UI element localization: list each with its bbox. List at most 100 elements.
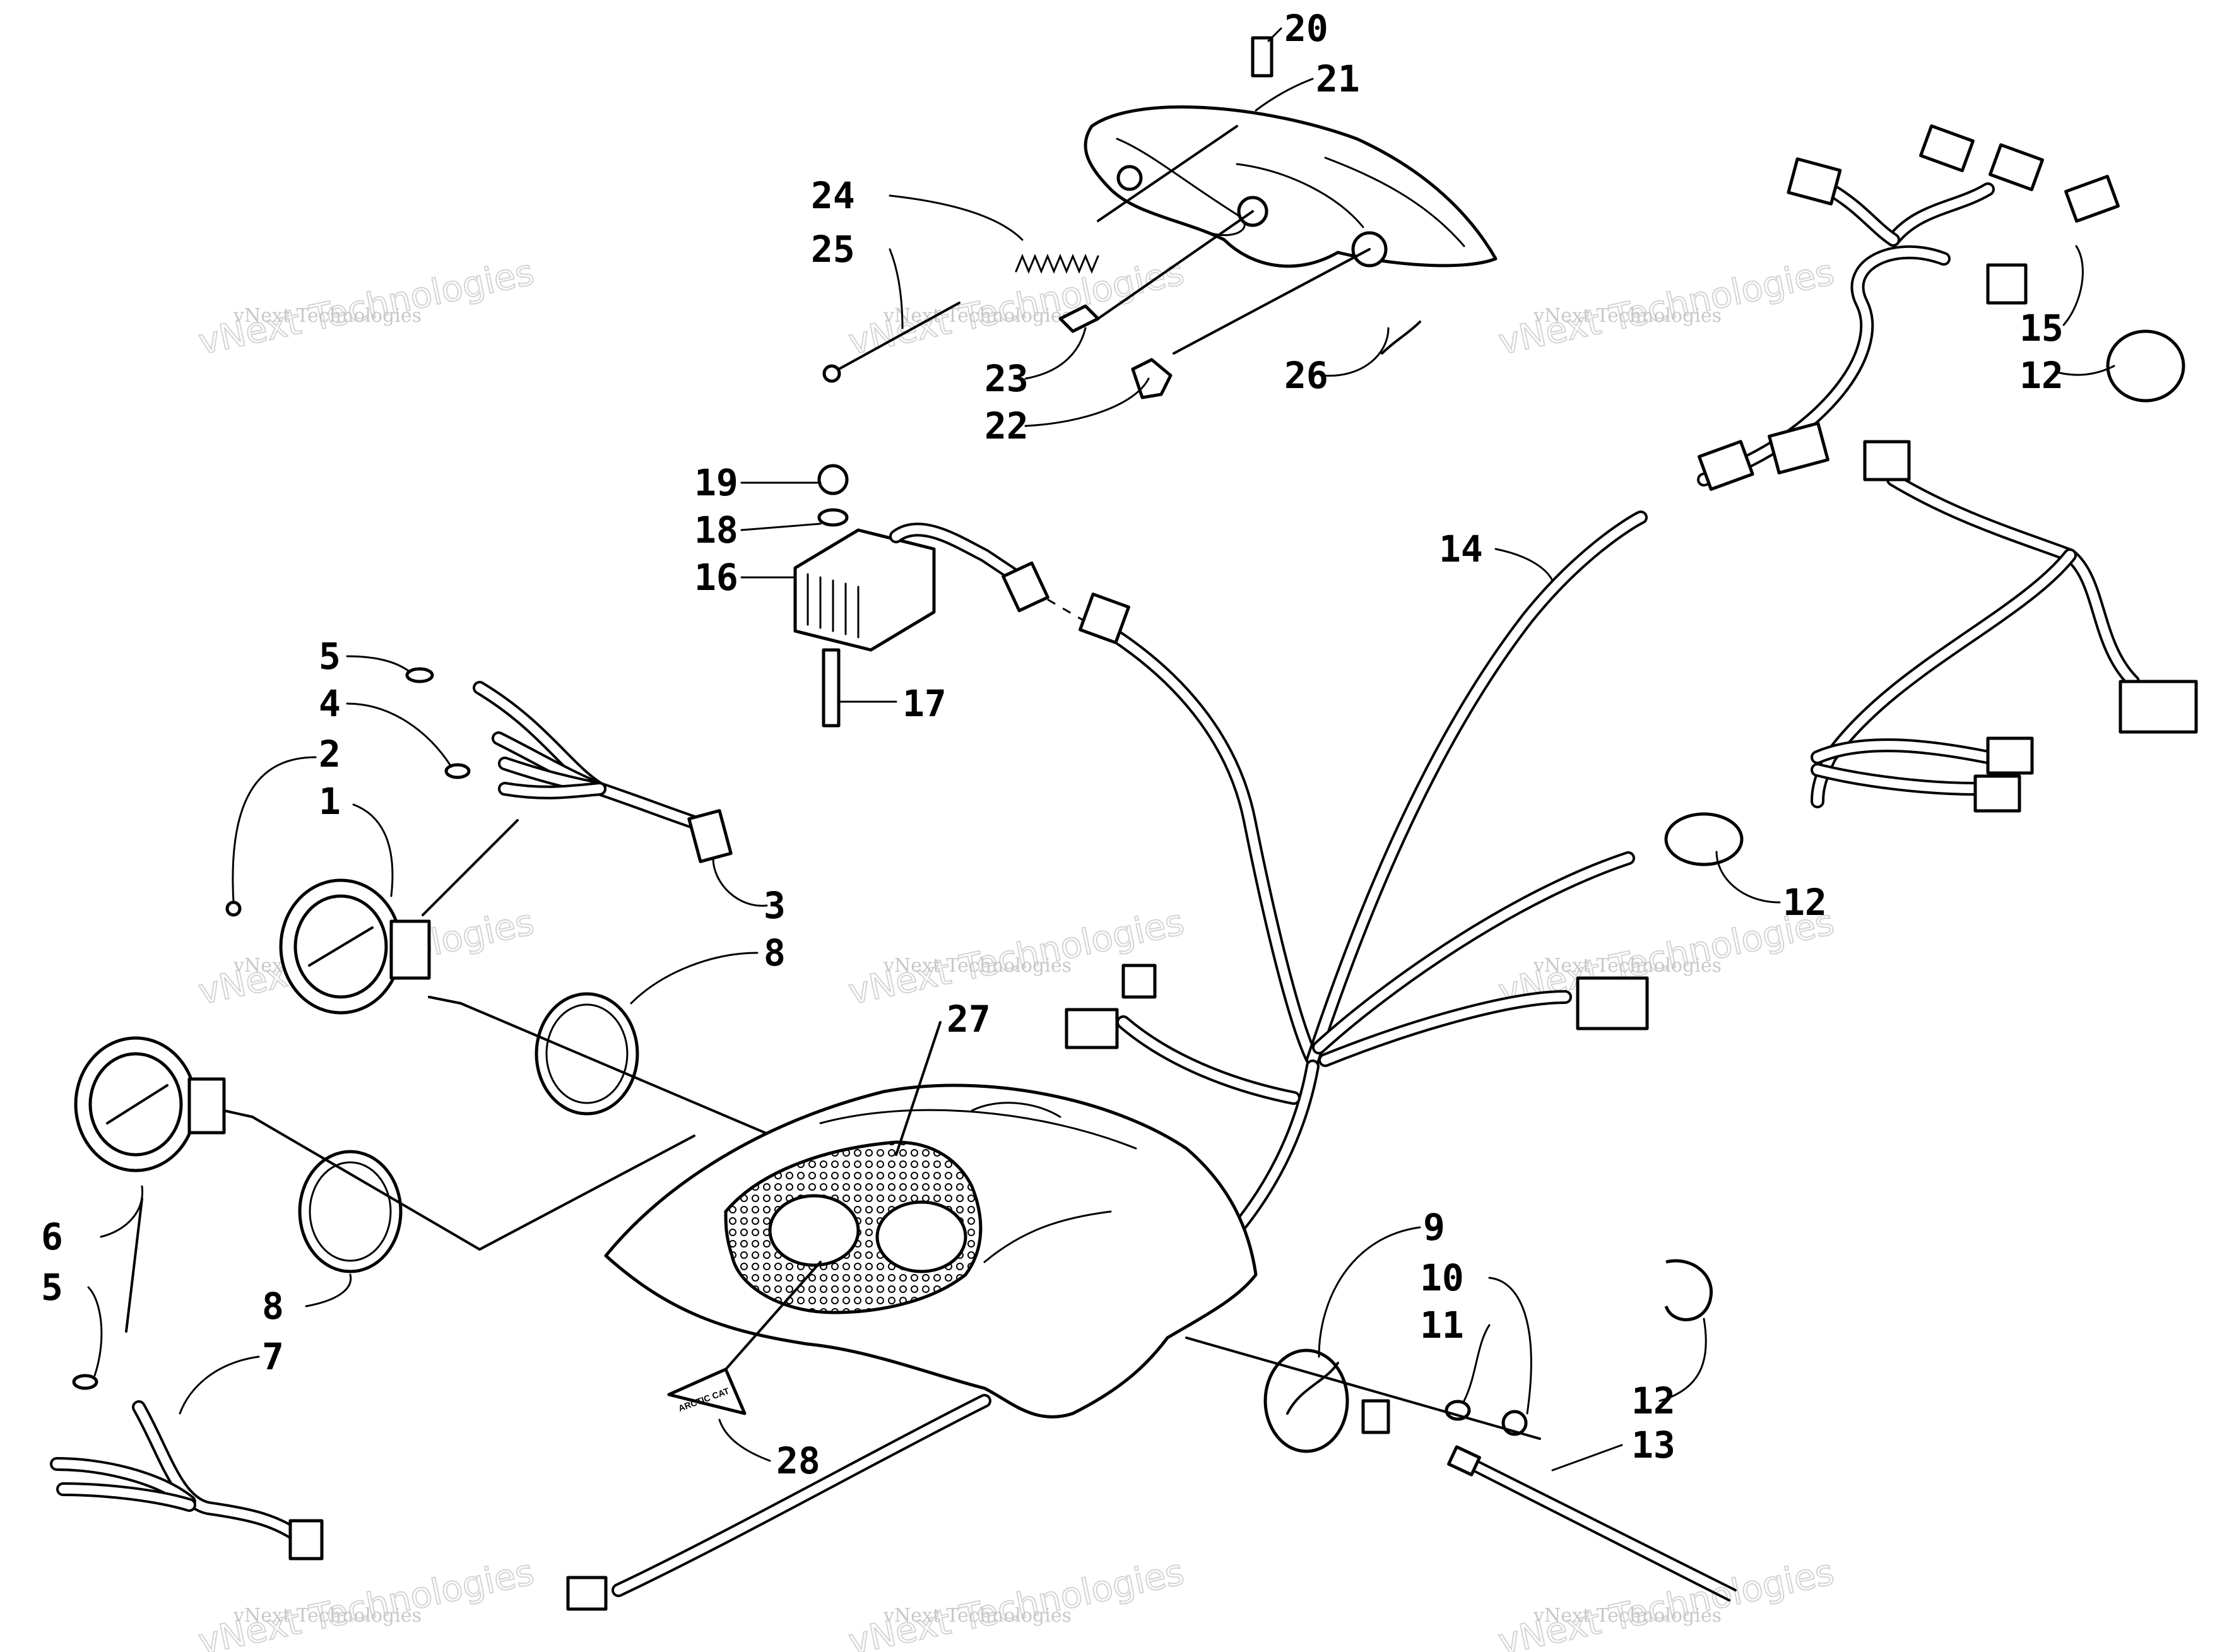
- watermark-small: vNext Technologies: [1533, 955, 1722, 977]
- harness-connector: [1065, 1008, 1119, 1049]
- gauge-harness-7: [132, 1400, 310, 1547]
- bulb-axis: [1097, 210, 1254, 320]
- bezel-8-upper: [535, 992, 639, 1116]
- watermark: vNext Technologies vNext Technologies: [194, 1551, 538, 1652]
- callout-17: 17: [902, 682, 947, 725]
- cable-end: [1447, 1445, 1481, 1477]
- gauge-alignment: [251, 1116, 695, 1251]
- decal-28: ARCTIC CAT: [667, 1367, 747, 1415]
- tach-connector: [687, 809, 733, 863]
- voltage-regulator-assembly: [793, 464, 1086, 728]
- callout-20: 20: [1284, 7, 1328, 50]
- harness-connector: [1768, 422, 1829, 475]
- dash-leader-27: [895, 1021, 942, 1156]
- bulb-4: [444, 763, 471, 779]
- callout-12-top: 12: [2019, 354, 2064, 397]
- dash-panel-27: [604, 1021, 1258, 1419]
- drive-body: [1361, 1399, 1390, 1434]
- watermark-small: vNext Technologies: [1533, 305, 1722, 327]
- clip-26: [1381, 321, 1421, 355]
- screw-2: [225, 900, 242, 917]
- regulator-fins: [807, 573, 860, 639]
- callout-11: 11: [1420, 1304, 1464, 1347]
- watermark-small: vNext Technologies: [233, 1605, 422, 1627]
- callout-3: 3: [764, 884, 786, 927]
- watermark-small: vNext Technologies: [883, 955, 1072, 977]
- callout-22: 22: [984, 404, 1029, 447]
- regulator-connector: [1002, 561, 1049, 613]
- gauge-body: [187, 1077, 226, 1135]
- decal-triangle: [667, 1367, 747, 1415]
- wiring-harness-14: [1065, 124, 2198, 1244]
- callout-25: 25: [811, 228, 855, 271]
- spring-24: [1015, 254, 1099, 274]
- speedo-drive: [1185, 1259, 1737, 1602]
- callout-23: 23: [984, 357, 1029, 400]
- callout-6: 6: [41, 1215, 63, 1258]
- harness-connector: [1989, 143, 2044, 191]
- speedo-cable-13: [1457, 1450, 1737, 1591]
- bulb-5-lower: [72, 1374, 98, 1390]
- callout-2: 2: [319, 733, 341, 776]
- clamps: [1664, 329, 2185, 866]
- callout-4: 4: [319, 682, 341, 725]
- dash-contour: [819, 1109, 1137, 1150]
- watermark: vNext Technologies vNext Technologies: [194, 251, 538, 363]
- watermark-big: vNext Technologies: [845, 1552, 1188, 1652]
- callout-5-upper: 5: [319, 635, 341, 678]
- gauge-needle: [106, 1084, 168, 1124]
- callout-24: 24: [811, 174, 855, 217]
- harness-connector: [2119, 680, 2198, 734]
- gauge-stud: [223, 1109, 254, 1118]
- tach-stud: [428, 996, 462, 1005]
- watermark-small: vNext Technologies: [883, 305, 1072, 327]
- watermark-small: vNext Technologies: [883, 1605, 1072, 1627]
- harness-connector: [1863, 440, 1911, 481]
- callout-13: 13: [1631, 1424, 1676, 1466]
- spring-axis: [1097, 125, 1238, 222]
- adjust-screw-25: [832, 302, 960, 374]
- harness-connector: [1576, 976, 1649, 1030]
- callout-21: 21: [1316, 57, 1360, 100]
- harness-connector: [1973, 774, 2021, 813]
- bulb-5-upper: [405, 667, 434, 683]
- callout-7: 7: [262, 1335, 284, 1378]
- gauge-assembly: [74, 819, 1011, 1333]
- watermark: vNext Technologies vNext Technologies: [844, 1551, 1188, 1652]
- headlight-lens-mid: [1236, 163, 1364, 228]
- harness-connector: [1986, 736, 2034, 775]
- callout-5-lower: 5: [41, 1266, 63, 1309]
- watermark: vNext Technologies vNext Technologies: [1494, 1551, 1838, 1652]
- tach-harness-line: [422, 819, 519, 916]
- callout-8-upper: 8: [764, 931, 786, 974]
- leader-lines: [87, 27, 2115, 1472]
- harness-connector: [1079, 593, 1130, 644]
- callout-12-low: 12: [1631, 1379, 1676, 1422]
- washer-18: [817, 508, 849, 527]
- watermark-small: vNext Technologies: [1533, 1605, 1722, 1627]
- gauge-connector: [288, 1519, 324, 1561]
- tach-needle: [308, 926, 374, 967]
- watermark-big: vNext Technologies: [1495, 1552, 1838, 1652]
- headlight-assembly: [822, 36, 1498, 399]
- bulb-axis-2: [1173, 248, 1371, 355]
- bulb-socket-left: [1116, 165, 1143, 191]
- harness-connector: [1698, 440, 1754, 491]
- callout-26: 26: [1284, 354, 1328, 397]
- gauge-harness-line: [125, 1198, 143, 1333]
- clamp-12-top: [2106, 329, 2185, 403]
- gauge-harnesses: [50, 667, 733, 1561]
- callout-8-lower: 8: [262, 1285, 284, 1328]
- regulator-16: [793, 528, 936, 652]
- headlight-lens-left: [1116, 138, 1246, 237]
- harness-connector: [2064, 175, 2120, 223]
- dash-hole-left: [768, 1194, 860, 1267]
- headlight-housing: [1084, 105, 1498, 268]
- nut-19: [817, 464, 849, 495]
- callout-1: 1: [319, 780, 341, 823]
- dash-leader-28: [724, 1261, 822, 1371]
- clamp-12: [1664, 1259, 1713, 1321]
- tach-body: [389, 919, 431, 980]
- bolt-17: [822, 648, 841, 728]
